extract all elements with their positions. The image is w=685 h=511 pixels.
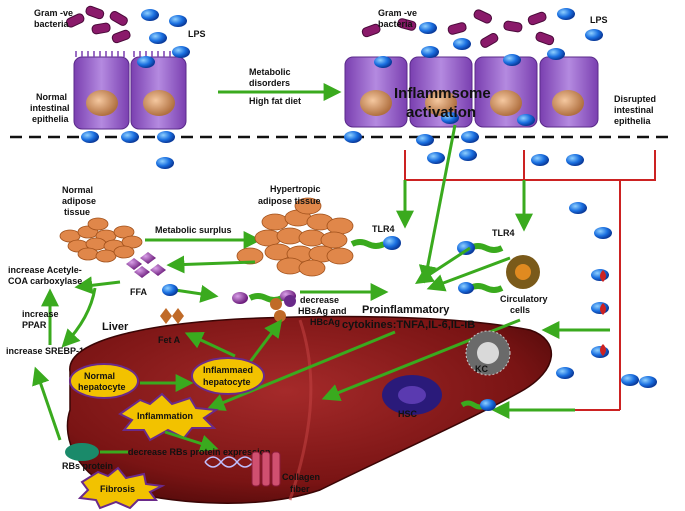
decrease-rbs-label: decrease RBs protein expression	[128, 447, 271, 457]
lps-right	[374, 8, 603, 126]
disrupted-intestinal-epithelia	[344, 56, 599, 128]
collagen-fiber	[251, 451, 281, 487]
gram-neg-label-right: Gram -ve	[378, 8, 417, 18]
proinflam-label-2: cytokines:TNFA,IL-6,IL-IB	[342, 319, 475, 331]
normal-hep-label-2: hepatocyte	[78, 382, 126, 392]
normal-hep-label-1: Normal	[84, 371, 115, 381]
liver-label: Liver	[102, 321, 129, 333]
acetyl-label-2: COA carboxylase	[8, 276, 82, 286]
normal-label-1: Normal	[36, 92, 67, 102]
hbsag-molecules	[270, 295, 296, 322]
arrow-ffa-to-tlr	[174, 284, 219, 303]
normal-adipose-tissue	[59, 217, 143, 263]
feta-label: Fet A	[158, 335, 181, 345]
hbsag-label-1: decrease	[300, 295, 339, 305]
normal-intestinal-epithelia	[73, 51, 187, 130]
inflamed-hep-label-1: Inflammaed	[203, 365, 253, 375]
circulatory-cells	[458, 255, 540, 294]
lps-label-right: LPS	[590, 15, 608, 25]
srebp-label: increase SREBP-1c	[6, 346, 89, 356]
inflammasome-label-2: activation	[406, 104, 476, 121]
hbsag-label-3: HBcAg	[310, 317, 340, 327]
disrupted-label-3: epithelia	[614, 116, 652, 126]
arrow-ffa-to-acetyl	[74, 276, 121, 295]
tlr4-receptor-right	[457, 241, 504, 255]
lps-right-column	[556, 202, 657, 388]
inflammation-star	[118, 392, 219, 442]
gram-neg-label-left: Gram -ve	[34, 8, 73, 18]
rbs-protein-label: RBs protein	[62, 461, 113, 471]
proinflam-label-1: Proinflammatory	[362, 304, 450, 316]
high-fat-label: High fat diet	[249, 96, 301, 106]
gram-negative-bacteria-right	[361, 9, 555, 48]
circ-label-2: cells	[510, 305, 530, 315]
disrupted-label-2: intestinal	[614, 105, 654, 115]
normal-adipose-label-3: tissue	[64, 207, 90, 217]
dna-helix	[204, 456, 254, 468]
metabolic-label-1: Metabolic	[249, 67, 291, 77]
arrow-ffa-to-srebp	[61, 287, 97, 348]
rbs-protein	[65, 443, 99, 461]
normal-label-3: epithelia	[32, 114, 70, 124]
tlr4-receptor-left	[350, 236, 401, 250]
hypertropic-adipose-tissue	[236, 197, 354, 277]
normal-adipose-label-1: Normal	[62, 185, 93, 195]
metabolic-surplus-label: Metabolic surplus	[155, 225, 232, 235]
lps-label-left: LPS	[188, 29, 206, 39]
lps-left	[137, 9, 190, 68]
arrow-to-hbsag	[248, 319, 283, 363]
inflamed-hep-label-2: hepatocyte	[203, 377, 251, 387]
hyper-adipose-label-2: adipose tissue	[258, 196, 321, 206]
arrow-to-feta	[184, 331, 236, 358]
tlr4-label-left: TLR4	[372, 224, 395, 234]
kc-label: KC	[475, 364, 488, 374]
arrow-rbs-to-srebp	[32, 366, 62, 441]
fibrosis-star	[77, 466, 166, 510]
tlr4-label-right: TLR4	[492, 228, 515, 238]
inflammation-label: Inflammation	[137, 411, 193, 421]
hsc-label: HSC	[398, 409, 418, 419]
feta-molecule	[160, 308, 184, 324]
arrow-tlr-to-cytokines	[414, 246, 471, 284]
red-bracket	[404, 150, 656, 411]
fibrosis-label: Fibrosis	[100, 484, 135, 494]
ffa-label: FFA	[130, 287, 147, 297]
ffa-molecules	[126, 252, 166, 278]
red-drops	[600, 270, 606, 356]
gram-negative-bacteria-left	[65, 5, 131, 44]
inflamed-hepatocyte	[191, 357, 265, 395]
inflammasome-label-1: Inflammsome	[394, 85, 491, 102]
liver-lobe-line	[288, 319, 313, 501]
collagen-label-2: fiber	[290, 484, 310, 494]
arrow-inflammasome	[418, 124, 457, 284]
hbsag-label-2: HBsAg and	[298, 306, 347, 316]
ppar-label-2: PPAR	[22, 320, 47, 330]
arrow-inflammation-to-fibrosis	[164, 430, 219, 453]
bacteria-label-left: bacteria	[34, 19, 70, 29]
normal-label-2: intestinal	[30, 103, 70, 113]
arrow-circ-to-cytokines	[426, 256, 511, 292]
bacteria-label-right: bacteria	[378, 19, 414, 29]
arrow-adipose-to-ffa	[166, 255, 256, 274]
collagen-label-1: Collagen	[282, 472, 320, 482]
hsc-cell	[382, 375, 496, 415]
lps-translocated	[81, 131, 584, 169]
arrow-cytokines-to-inflammation	[206, 330, 396, 411]
hyper-adipose-label-1: Hypertropic	[270, 184, 321, 194]
acetyl-label-1: increase Acetyle-	[8, 265, 82, 275]
disrupted-label-1: Disrupted	[614, 94, 656, 104]
circ-label-1: Circulatory	[500, 294, 548, 304]
metabolic-label-2: disorders	[249, 78, 290, 88]
normal-adipose-label-2: adipose	[62, 196, 96, 206]
ppar-label-1: increase	[22, 309, 59, 319]
normal-hepatocyte	[69, 363, 139, 399]
kupffer-cell	[465, 330, 511, 376]
